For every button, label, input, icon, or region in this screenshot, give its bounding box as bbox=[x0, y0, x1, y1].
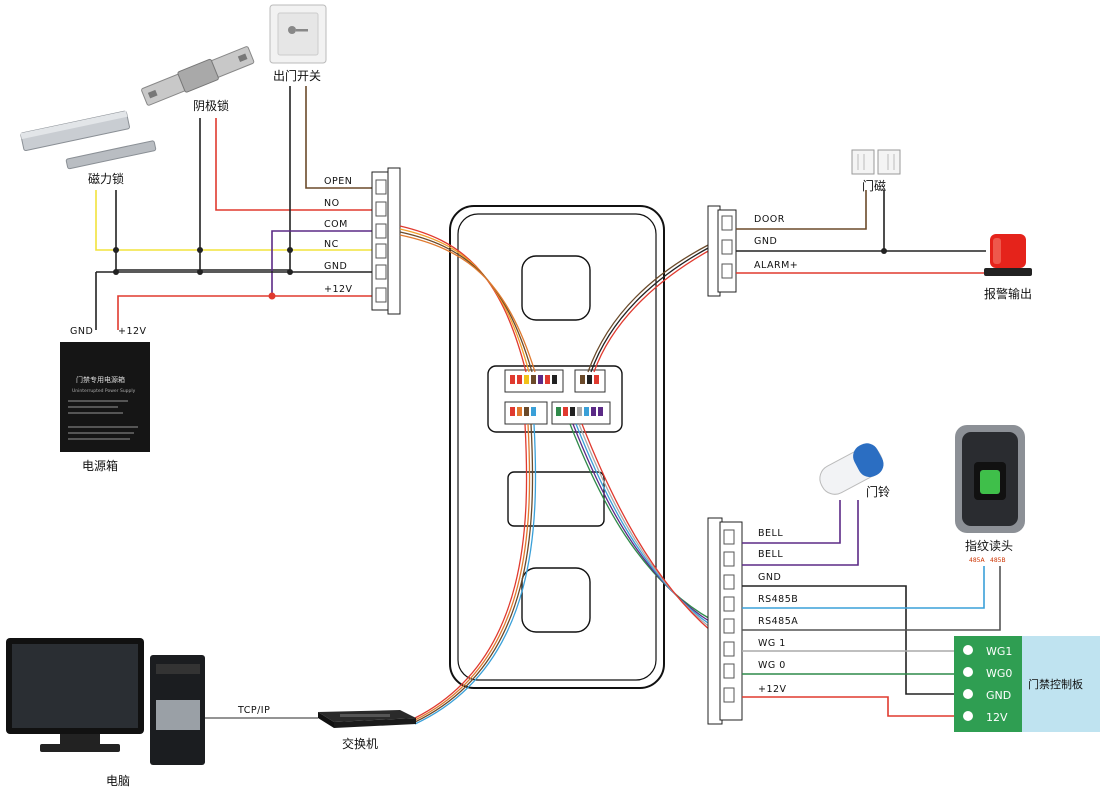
terminal-wg0-label: WG 0 bbox=[758, 660, 786, 671]
terminal-bell1-label: BELL bbox=[758, 528, 783, 539]
board-wg0-label: WG0 bbox=[986, 667, 1012, 680]
doorbell-device bbox=[819, 443, 884, 495]
terminal-open-label: OPEN bbox=[324, 176, 352, 187]
alarm-siren-device bbox=[984, 234, 1032, 276]
cathode-lock-device bbox=[141, 46, 255, 106]
magnetic-lock-label: 磁力锁 bbox=[88, 171, 124, 186]
terminal-com-label: COM bbox=[324, 219, 348, 230]
network-switch-device bbox=[318, 710, 416, 728]
psu-gnd-label: GND bbox=[70, 326, 93, 337]
left-wires bbox=[95, 86, 372, 330]
fingerprint-reader-device bbox=[955, 425, 1025, 533]
terminal-alarm-label: ALARM+ bbox=[754, 260, 798, 271]
terminal-door-label: DOOR bbox=[754, 214, 785, 225]
terminal-bell2-label: BELL bbox=[758, 549, 783, 560]
doorbell-label: 门铃 bbox=[866, 484, 890, 499]
terminal-12v-bottom-label: +12V bbox=[758, 684, 787, 695]
tcp-ip-label: TCP/IP bbox=[237, 705, 270, 716]
psu-title: 门禁专用电源箱 bbox=[76, 375, 125, 384]
wire-junctions bbox=[113, 247, 293, 300]
alarm-label: 报警输出 bbox=[984, 286, 1032, 301]
terminal-rs485b-label: RS485B bbox=[758, 594, 798, 605]
terminal-gnd-bottom-label: GND bbox=[758, 572, 781, 583]
door-sensor-label: 门磁 bbox=[862, 178, 886, 193]
terminal-no-label: NO bbox=[324, 198, 340, 209]
reader-485a-label: 485A bbox=[969, 557, 985, 564]
terminal-gnd-label: GND bbox=[324, 261, 347, 272]
board-gnd-label: GND bbox=[986, 689, 1011, 702]
key-icon bbox=[288, 26, 296, 34]
psu-subtitle: Uninterrupted Power Supply bbox=[72, 388, 136, 394]
door-sensor-device bbox=[851, 149, 901, 175]
reader-485b-label: 485B bbox=[990, 557, 1006, 564]
computer-label: 电脑 bbox=[106, 774, 130, 788]
board-12v-label: 12V bbox=[986, 711, 1008, 724]
fingerprint-reader-label: 指纹读头 bbox=[965, 538, 1013, 553]
terminal-12v-label: +12V bbox=[324, 284, 353, 295]
exit-button-device bbox=[269, 4, 327, 64]
switch-label: 交换机 bbox=[342, 736, 378, 751]
magnetic-lock-device bbox=[20, 110, 157, 170]
fingerprint-icon bbox=[980, 470, 1000, 494]
right-top-wires bbox=[736, 190, 986, 274]
gnd-junction bbox=[881, 248, 887, 254]
computer-device bbox=[6, 638, 205, 765]
terminal-nc-label: NC bbox=[324, 239, 339, 250]
terminal-gnd-top-label: GND bbox=[754, 236, 777, 247]
left-terminal-block bbox=[371, 167, 401, 315]
access-board-label: 门禁控制板 bbox=[1028, 677, 1083, 691]
power-supply-box: 门禁专用电源箱 Uninterrupted Power Supply bbox=[60, 342, 150, 452]
controller-device bbox=[449, 205, 665, 689]
right-bottom-terminal-block bbox=[707, 517, 743, 725]
access-board bbox=[954, 636, 1100, 732]
power-box-label: 电源箱 bbox=[82, 458, 118, 473]
psu-12v-label: +12V bbox=[118, 326, 147, 337]
board-wg1-label: WG1 bbox=[986, 645, 1012, 658]
exit-button-label: 出门开关 bbox=[273, 68, 321, 83]
cathode-lock-label: 阴极锁 bbox=[193, 98, 229, 113]
right-top-terminal-block bbox=[707, 205, 737, 297]
terminal-rs485a-label: RS485A bbox=[758, 616, 798, 627]
right-bottom-wires bbox=[742, 500, 1001, 717]
cable-bundles bbox=[399, 225, 713, 725]
terminal-wg1-label: WG 1 bbox=[758, 638, 786, 649]
